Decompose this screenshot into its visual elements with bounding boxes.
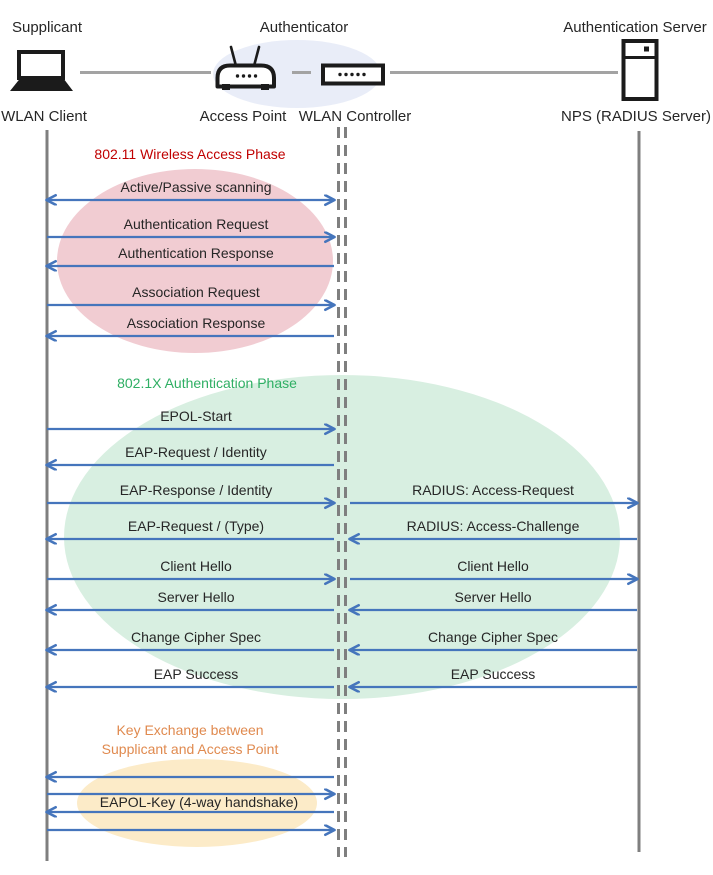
role-auth-server: Authentication Server: [563, 19, 707, 36]
wlan-controller-icon: [321, 63, 385, 86]
message-label: Client Hello: [457, 558, 529, 574]
message-label: EAP Success: [450, 666, 536, 682]
message-label: Server Hello: [157, 589, 235, 605]
laptop-icon: [10, 50, 73, 91]
phase-title-key-exchange-line2: Supplicant and Access Point: [101, 741, 279, 757]
message-label: Authentication Response: [118, 245, 274, 261]
eapol-key-label: EAPOL-Key (4-way handshake): [99, 794, 299, 810]
message-label: EAP Success: [153, 666, 239, 682]
node-label-wlan-client: WLAN Client: [1, 108, 87, 125]
message-label: Association Request: [132, 284, 260, 300]
message-label: Active/Passive scanning: [120, 179, 272, 195]
message-label: Association Response: [126, 315, 266, 331]
message-label: RADIUS: Access-Challenge: [406, 518, 580, 534]
message-label: EAP-Request / (Type): [127, 518, 265, 534]
role-supplicant: Supplicant: [11, 19, 83, 36]
dot1x-phase-ellipse: [64, 375, 620, 699]
phase-title-key-exchange-line1: Key Exchange between: [116, 722, 264, 738]
node-label-nps-server: NPS (RADIUS Server): [560, 108, 712, 125]
phase-title-80211: 802.11 Wireless Access Phase: [94, 146, 286, 162]
message-label: EPOL-Start: [160, 408, 232, 424]
key-exchange-ellipse: [77, 759, 317, 847]
message-arrows: [47, 200, 637, 830]
node-label-access-point: Access Point: [199, 108, 287, 125]
node-label-wlan-controller: WLAN Controller: [298, 108, 412, 125]
wireless-phase-ellipse: [57, 169, 333, 353]
phase-title-8021x: 802.1X Authentication Phase: [117, 375, 297, 391]
message-label: EAP-Response / Identity: [119, 482, 273, 498]
message-label: Client Hello: [160, 558, 232, 574]
message-label: Change Cipher Spec: [428, 629, 558, 645]
access-point-icon: [215, 45, 276, 90]
server-icon: [621, 39, 659, 101]
message-label: Authentication Request: [123, 216, 269, 232]
message-label: EAP-Request / Identity: [125, 444, 267, 460]
message-label: RADIUS: Access-Request: [412, 482, 574, 498]
role-authenticator: Authenticator: [259, 19, 349, 36]
message-label: Server Hello: [454, 589, 532, 605]
message-label: Change Cipher Spec: [131, 629, 261, 645]
